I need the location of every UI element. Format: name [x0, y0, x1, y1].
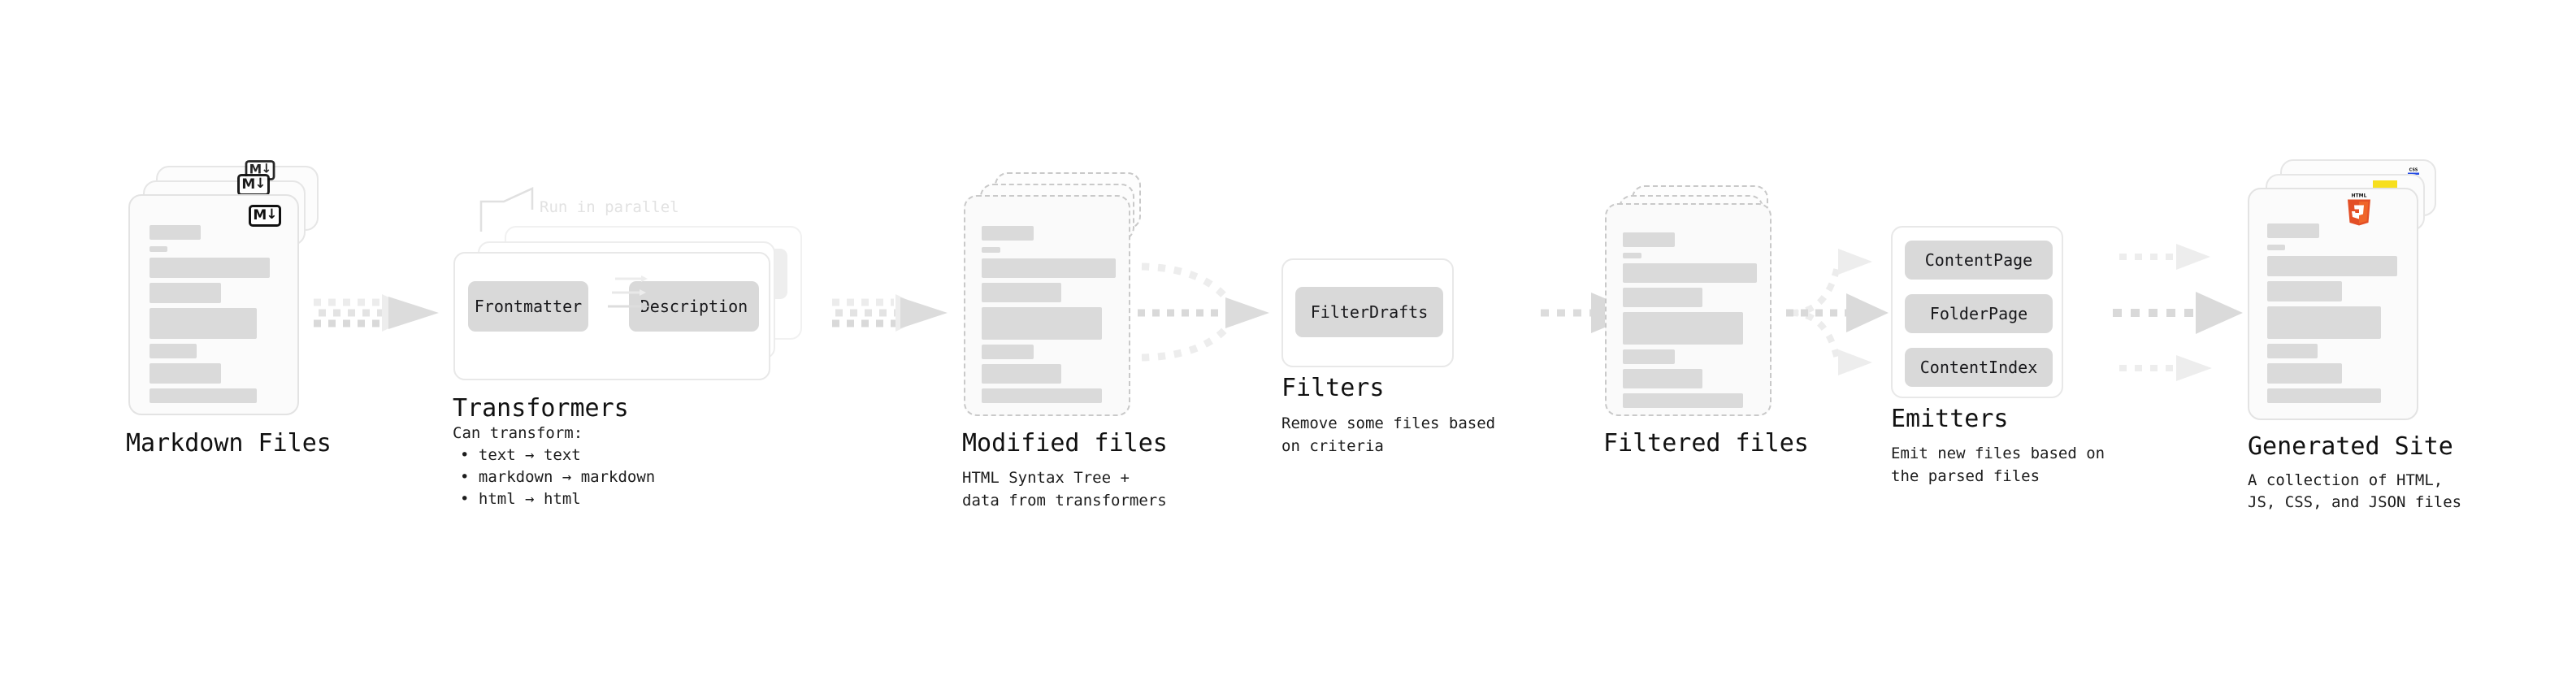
skeleton-bar — [150, 225, 201, 240]
skeleton-bar — [2267, 363, 2342, 384]
skeleton-bar — [1623, 369, 1702, 388]
modified-files-title: Modified files — [962, 429, 1168, 458]
markdown-badge-arrow-icon: ↓ — [261, 161, 271, 177]
skeleton-bar — [1623, 263, 1757, 283]
css-badge: CSS — [2405, 163, 2422, 175]
markdown-badge-arrow-icon-3: ↓ — [266, 206, 277, 223]
html5-badge-wordmark: HTML — [2352, 193, 2367, 199]
skeleton-bar — [150, 258, 270, 278]
arrow-markdown-to-transformers — [314, 294, 439, 332]
html5-badge: HTML — [2345, 192, 2373, 226]
generated-site-subtitle-line2: JS, CSS, and JSON files — [2248, 493, 2462, 511]
skeleton-bar — [2267, 306, 2381, 339]
skeleton-bar — [150, 283, 221, 303]
filters-title: Filters — [1281, 374, 1385, 402]
modified-files-subtitle: HTML Syntax Tree + data from transformer… — [962, 469, 1167, 510]
markdown-sheet-front — [128, 194, 299, 415]
arrow-filtered-to-emitters — [1786, 249, 1889, 375]
generated-site-subtitle-line1: A collection of HTML, — [2248, 471, 2444, 489]
emitters-title: Emitters — [1891, 405, 2009, 433]
emitters-panel: ContentPage FolderPage ContentIndex — [1891, 226, 2063, 398]
skeleton-bar — [150, 308, 257, 339]
skeleton-bar — [982, 345, 1034, 359]
skeleton-bar — [982, 247, 1000, 253]
skeleton-bar — [2267, 344, 2318, 358]
transformers-title: Transformers — [453, 394, 629, 423]
markdown-badge-front: M↓ — [249, 205, 281, 227]
skeleton-bar — [150, 388, 257, 403]
skeleton-bar — [982, 388, 1102, 403]
filters-chip-filterdrafts[interactable]: FilterDrafts — [1295, 287, 1443, 337]
arrow-emitters-to-site — [2113, 244, 2243, 381]
emitters-chip-contentindex[interactable]: ContentIndex — [1905, 348, 2053, 387]
transformer-chip-description[interactable]: Description — [629, 281, 759, 332]
run-in-parallel-label: Run in parallel — [540, 198, 679, 216]
skeleton-bar — [1623, 232, 1675, 247]
skeleton-bar — [150, 344, 197, 358]
markdown-badge-letter-3: M — [253, 207, 267, 223]
transformers-bullet-0: • text → text — [460, 446, 581, 464]
filters-panel: FilterDrafts — [1281, 258, 1454, 367]
markdown-badge-letter-2: M — [241, 176, 255, 193]
emitters-chip-contentpage[interactable]: ContentPage — [1905, 241, 2053, 280]
skeleton-bar — [982, 258, 1116, 278]
filtered-files-title: Filtered files — [1603, 429, 1809, 458]
filters-subtitle: Remove some files based on criteria — [1281, 414, 1496, 455]
markdown-files-title: Markdown Files — [126, 429, 332, 458]
generated-site-title: Generated Site — [2248, 432, 2453, 461]
skeleton-bar — [2267, 223, 2319, 238]
transformer-panel-front: Frontmatter Description — [453, 252, 770, 380]
skeleton-bar — [2267, 281, 2342, 301]
skeleton-bar — [2267, 245, 2285, 250]
emitters-subtitle: Emit new files based on the parsed files — [1891, 445, 2105, 485]
arrow-modified-to-filters — [1138, 262, 1269, 362]
svg-text:CSS: CSS — [2409, 168, 2418, 173]
arrow-transformers-to-modified — [832, 294, 948, 332]
transformer-chip-frontmatter[interactable]: Frontmatter — [468, 281, 588, 332]
emitters-chip-folderpage[interactable]: FolderPage — [1905, 294, 2053, 333]
skeleton-bar — [982, 283, 1061, 302]
skeleton-bar — [982, 307, 1102, 340]
markdown-badge-back-1: M↓ — [237, 174, 270, 196]
filtered-sheet-front — [1605, 203, 1772, 416]
skeleton-bar — [150, 246, 167, 252]
markdown-badge-arrow-icon-2: ↓ — [254, 176, 266, 192]
skeleton-bar — [1623, 253, 1641, 258]
skeleton-bar — [1623, 312, 1743, 345]
site-sheet-front — [2248, 188, 2418, 420]
skeleton-bar — [150, 363, 221, 384]
skeleton-bar — [1623, 288, 1702, 307]
transformers-bullet-1: • markdown → markdown — [460, 468, 656, 486]
markdown-badge-letter: M — [249, 162, 262, 178]
modified-sheet-front — [964, 195, 1130, 416]
transformers-bullet-2: • html → html — [460, 490, 581, 508]
skeleton-bar — [1623, 393, 1743, 408]
skeleton-bar — [982, 226, 1034, 241]
skeleton-bar — [2267, 256, 2397, 276]
transformers-subtitle: Can transform: — [453, 424, 583, 442]
skeleton-bar — [1623, 349, 1675, 364]
skeleton-bar — [2267, 388, 2381, 403]
skeleton-bar — [982, 364, 1061, 384]
